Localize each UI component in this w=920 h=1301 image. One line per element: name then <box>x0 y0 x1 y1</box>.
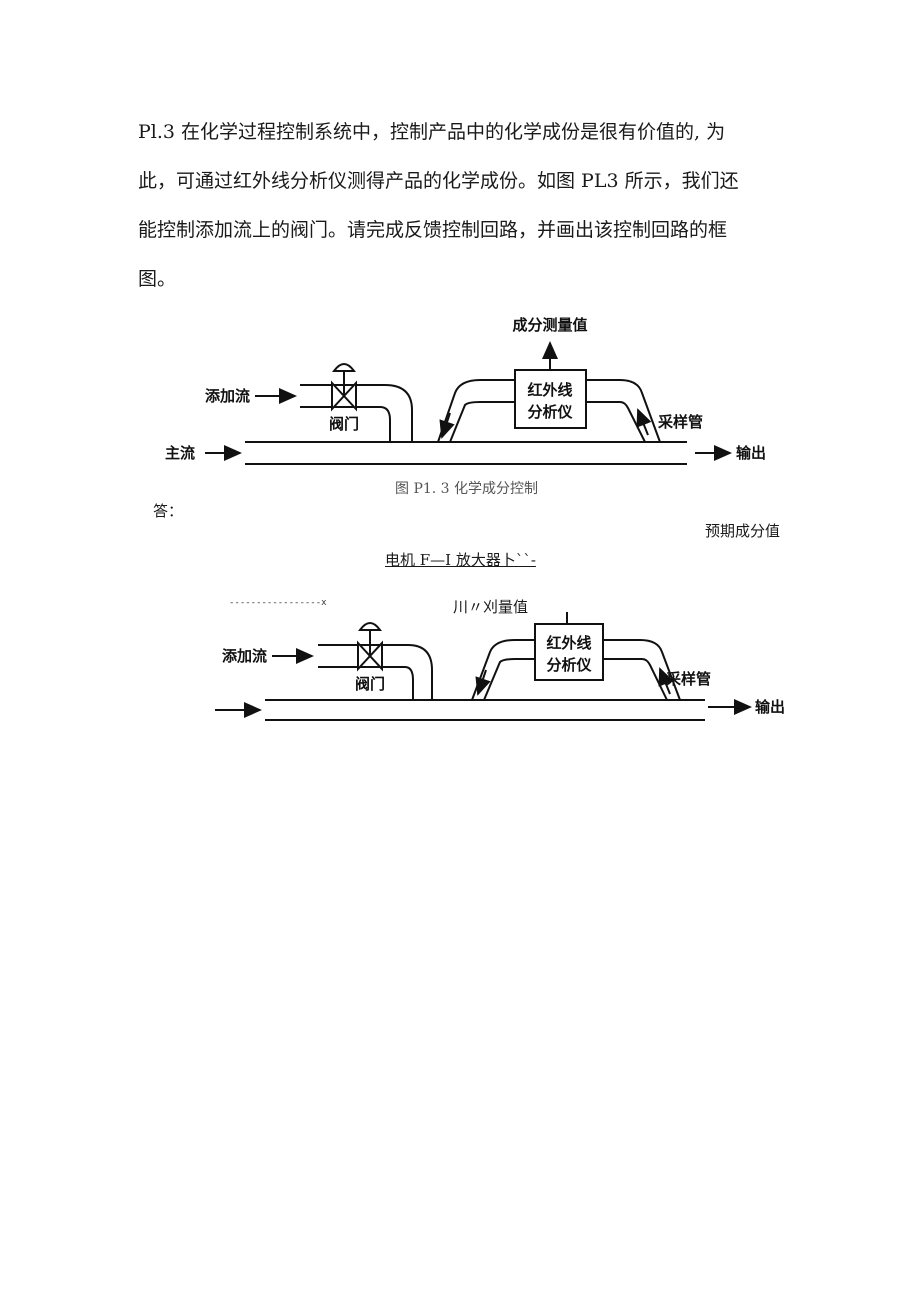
answer-analyzer-line1: 红外线 <box>546 634 591 652</box>
answer-diagram: 添加流 阀门 红外线 分析仪 采样管 输出 <box>215 612 785 721</box>
dashed-connector-text: -----------------x <box>229 598 327 608</box>
output-label: 输出 <box>736 444 766 462</box>
sample-tube-label: 采样管 <box>657 413 703 431</box>
measurement-label: 成分测量值 <box>512 316 587 334</box>
figure-p1-3-diagram: 成分测量值 添加流 阀门 红外线 分析仪 采样管 主流 输出 图 P1. 3 化… <box>165 316 766 497</box>
answer-label: 答： <box>153 502 184 520</box>
expected-value-label: 预期成分值 <box>704 522 780 540</box>
analyzer-label-line2: 分析仪 <box>527 403 573 421</box>
answer-sample-tube-label: 采样管 <box>665 670 711 688</box>
add-flow-label: 添加流 <box>205 387 250 405</box>
answer-valve-label: 阀门 <box>355 675 385 693</box>
answer-output-label: 输出 <box>755 698 785 716</box>
question-line-3: 能控制添加流上的阀门。请完成反馈控制回路，并画出该控制回路的框 <box>138 219 728 241</box>
measured-value-text: 川〃刈量值 <box>453 598 529 616</box>
analyzer-label-line1: 红外线 <box>527 381 572 399</box>
answer-analyzer-line2: 分析仪 <box>546 656 592 674</box>
motor-amplifier-text: 电机 F—I 放大器卜``- <box>385 551 536 569</box>
question-line-4: 图。 <box>138 268 177 290</box>
question-line-1: Pl.3 在化学过程控制系统中，控制产品中的化学成份是很有价值的, 为 <box>138 121 726 143</box>
question-paragraph: Pl.3 在化学过程控制系统中，控制产品中的化学成份是很有价值的, 为 此，可通… <box>138 108 778 304</box>
answer-add-flow-label: 添加流 <box>222 647 267 665</box>
main-flow-label: 主流 <box>165 444 195 462</box>
valve-label: 阀门 <box>329 415 359 433</box>
question-line-2: 此，可通过红外线分析仪测得产品的化学成份。如图 PL3 所示，我们还 <box>138 170 739 192</box>
figure-caption: 图 P1. 3 化学成分控制 <box>395 481 538 497</box>
